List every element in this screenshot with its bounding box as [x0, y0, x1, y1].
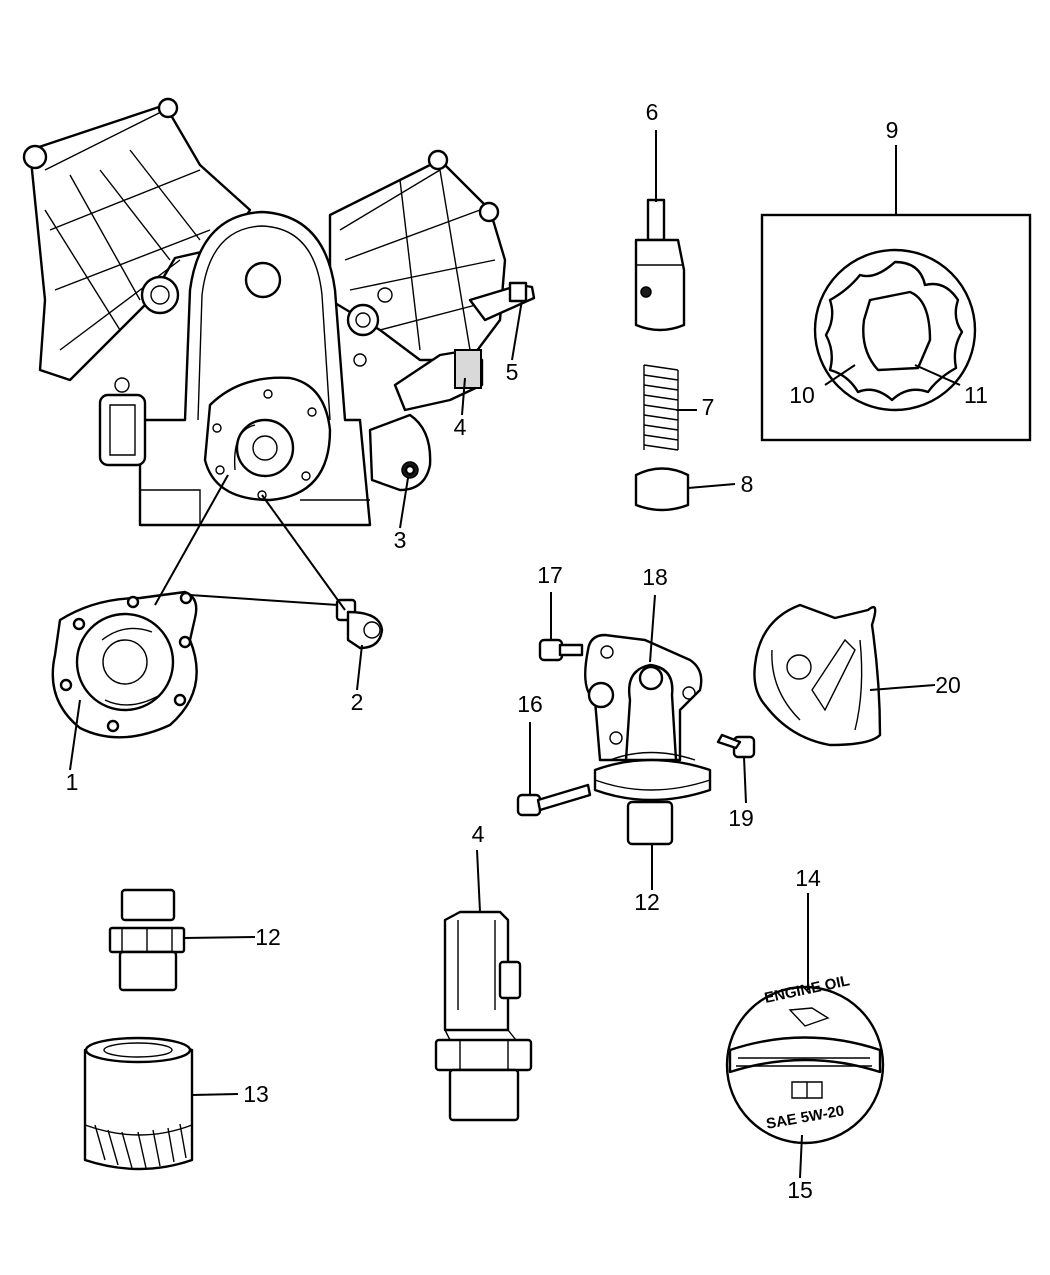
callout-4-top: 4	[454, 414, 467, 440]
callout-7: 7	[702, 394, 715, 420]
bolt-16	[516, 783, 592, 817]
bolt-19	[716, 733, 756, 759]
callout-20: 20	[935, 672, 961, 698]
callout-13: 13	[243, 1081, 269, 1107]
callout-1: 1	[66, 769, 79, 795]
oil-pressure-sensor	[434, 910, 533, 1122]
callout-16: 16	[517, 691, 543, 717]
callout-17: 17	[537, 562, 563, 588]
callout-5: 5	[506, 359, 519, 385]
relief-valve-cap	[634, 467, 690, 512]
oil-filter	[83, 1036, 194, 1171]
callout-11: 11	[964, 382, 988, 408]
relief-valve-plunger	[634, 198, 686, 332]
oil-pump-rotor-set	[760, 213, 1032, 442]
callout-12-fitting: 12	[255, 924, 281, 950]
callout-18: 18	[642, 564, 668, 590]
callout-9: 9	[886, 117, 899, 143]
adapter-gasket	[753, 603, 882, 747]
callout-3: 3	[394, 527, 407, 553]
callout-8: 8	[741, 471, 754, 497]
callout-labels: 1 2 3 4 5 6 7 8 9 10 11 12 12 13 14 15 1…	[66, 99, 988, 1203]
callout-10: 10	[789, 382, 815, 408]
filter-adapter-fitting	[108, 888, 186, 992]
callout-2: 2	[351, 689, 364, 715]
callout-6: 6	[646, 99, 659, 125]
callout-12-adapter: 12	[634, 889, 660, 915]
oil-fill-cap: ENGINE OIL SAE 5W-20	[725, 972, 885, 1145]
callout-15: 15	[787, 1177, 813, 1203]
oil-filter-adapter	[584, 633, 712, 846]
engine-front-cover	[22, 97, 536, 527]
oil-pump-cover	[51, 590, 198, 739]
callout-14: 14	[795, 865, 821, 891]
bolt-17	[538, 638, 584, 662]
leader-lines	[69, 130, 961, 1179]
pump-cover-bolt	[335, 598, 384, 650]
relief-valve-spring	[643, 364, 679, 451]
callout-4-bottom: 4	[472, 821, 485, 847]
callout-19: 19	[728, 805, 754, 831]
